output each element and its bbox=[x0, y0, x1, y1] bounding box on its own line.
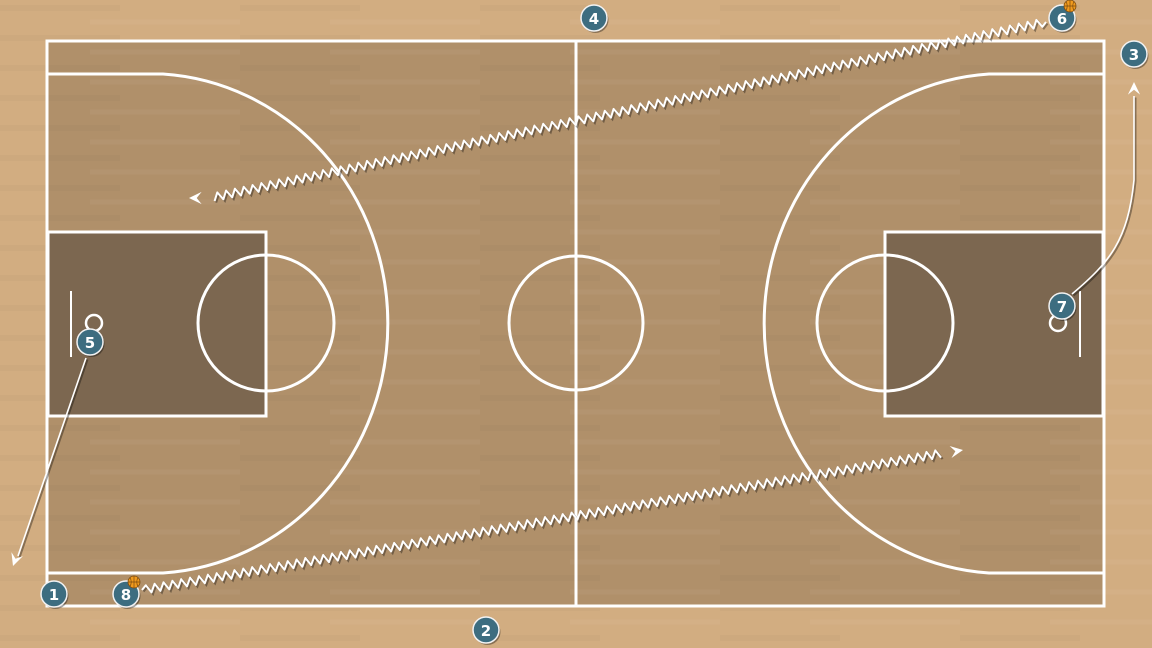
arrowhead-icon bbox=[949, 445, 963, 458]
player-token bbox=[1120, 40, 1148, 68]
player-token bbox=[76, 328, 104, 356]
player-number: 8 bbox=[121, 586, 131, 604]
right-free-throw-circle bbox=[815, 253, 955, 393]
dribble-arrow-p6 bbox=[189, 18, 1049, 205]
player-token bbox=[580, 4, 608, 32]
player-number: 2 bbox=[481, 622, 491, 640]
cut-arrow-p7 bbox=[1071, 82, 1141, 297]
cut-arrow-p5 bbox=[11, 357, 89, 566]
dribble-arrow-p8 bbox=[141, 445, 963, 597]
player-marker-6[interactable]: 6 bbox=[1048, 0, 1077, 33]
basketball-icon bbox=[1063, 0, 1077, 13]
dribble-line bbox=[141, 449, 942, 594]
player-number: 7 bbox=[1057, 298, 1067, 316]
player-token bbox=[472, 616, 500, 644]
center-circle bbox=[507, 254, 645, 392]
cut-line bbox=[17, 357, 87, 557]
player-number: 3 bbox=[1129, 46, 1139, 64]
right-key bbox=[883, 230, 1105, 418]
player-marker-1[interactable]: 1 bbox=[40, 580, 69, 609]
left-paint bbox=[48, 232, 266, 416]
player-marker-8[interactable]: 8 bbox=[112, 575, 141, 609]
arrowhead-icon bbox=[189, 191, 202, 205]
player-token bbox=[40, 580, 68, 608]
player-marker-3[interactable]: 3 bbox=[1120, 40, 1149, 69]
player-number: 5 bbox=[85, 334, 95, 352]
player-number: 6 bbox=[1057, 10, 1067, 28]
cut-line bbox=[1071, 96, 1135, 295]
dribble-line bbox=[213, 18, 1047, 202]
player-marker-5[interactable]: 5 bbox=[76, 328, 105, 357]
court-lines bbox=[45, 39, 1106, 608]
right-three-point-line bbox=[762, 72, 1103, 575]
player-marker-2[interactable]: 2 bbox=[472, 616, 501, 645]
player-number: 1 bbox=[49, 586, 59, 604]
basketball-icon bbox=[127, 575, 141, 589]
arrowhead-icon bbox=[11, 552, 23, 566]
players: 1 2 3 4 5 6 7 8 bbox=[40, 0, 1149, 645]
action-lines bbox=[11, 18, 1141, 597]
player-token bbox=[1048, 292, 1076, 320]
player-marker-7[interactable]: 7 bbox=[1048, 292, 1077, 321]
left-free-throw-circle bbox=[196, 253, 336, 393]
arrowhead-icon bbox=[1127, 82, 1141, 95]
right-paint bbox=[885, 232, 1103, 416]
player-number: 4 bbox=[589, 10, 599, 28]
left-key bbox=[46, 230, 268, 418]
player-marker-4[interactable]: 4 bbox=[580, 4, 609, 33]
left-three-point-line bbox=[48, 72, 390, 575]
